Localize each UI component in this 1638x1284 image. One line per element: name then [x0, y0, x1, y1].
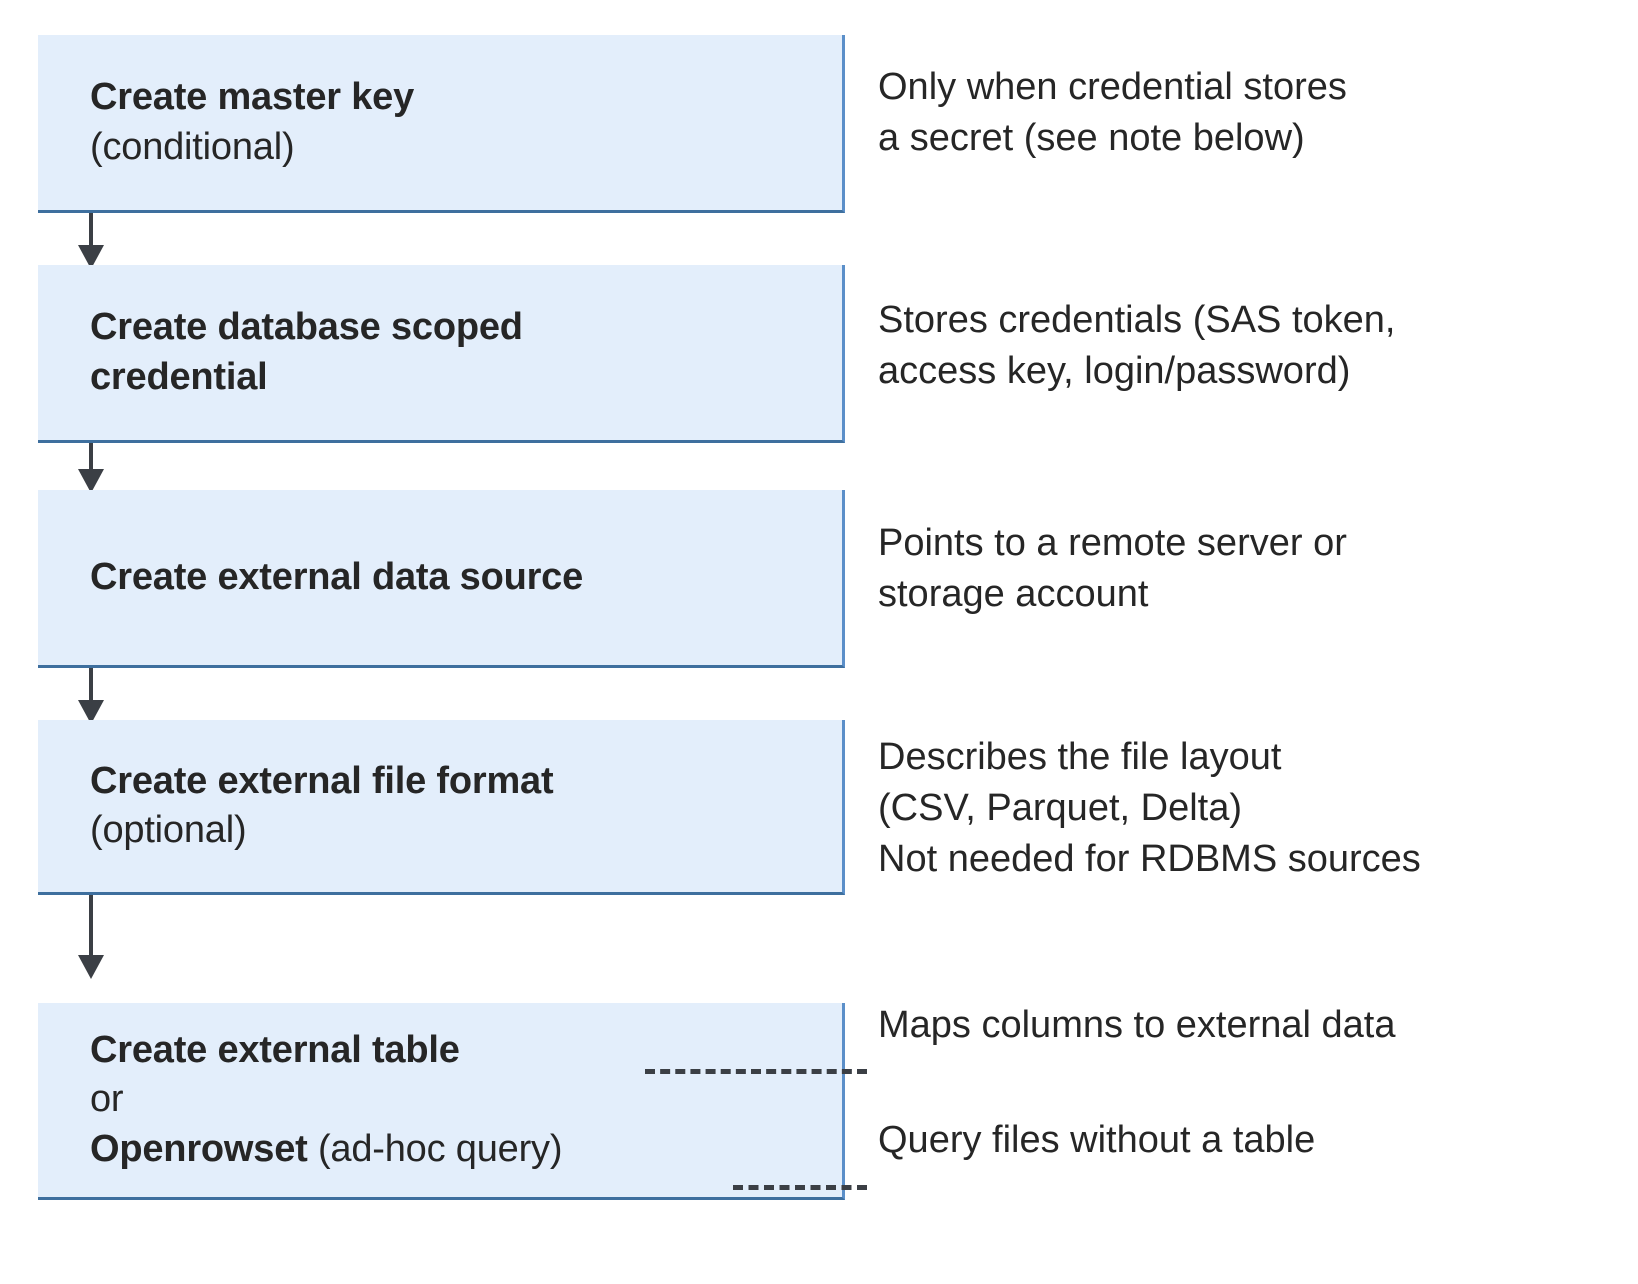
annotation-line: Describes the file layout — [878, 736, 1282, 778]
step-title-master-key: Create master key — [90, 76, 415, 119]
arrow-shaft — [89, 668, 93, 702]
step-title-openrowset: Openrowset (ad-hoc query) — [90, 1125, 824, 1174]
annotation-external-table: Maps columns to external data — [878, 1000, 1396, 1051]
step-title-external-data-source: Create external data source — [90, 555, 584, 598]
annotation-external-data-source: Points to a remote server or storage acc… — [878, 518, 1347, 620]
step-title-openrowset-bold: Openrowset — [90, 1127, 308, 1170]
annotation-database-scoped-credential: Stores credentials (SAS token, access ke… — [878, 295, 1395, 397]
step-subtitle-external-file-format: (optional) — [90, 809, 247, 851]
annotation-line: Not needed for RDBMS sources — [878, 837, 1421, 880]
annotation-master-key: Only when credential stores a secret (se… — [878, 62, 1347, 164]
arrow-shaft — [89, 213, 93, 247]
step-box-external-table-or-openrowset: Create external table or Openrowset (ad-… — [38, 1003, 845, 1200]
step-title-external-file-format: Create external file format — [90, 759, 554, 802]
step-box-external-file-format: Create external file format (optional) — [38, 720, 845, 895]
annotation-line: access key, login/password) — [878, 349, 1351, 392]
step-title-external-table: Create external table — [90, 1028, 460, 1071]
annotation-line: Points to a remote server or — [878, 522, 1347, 564]
annotation-external-file-format: Describes the file layout (CSV, Parquet,… — [878, 732, 1421, 885]
step-box-master-key: Create master key (conditional) — [38, 35, 845, 213]
step-box-external-data-source: Create external data source — [38, 490, 845, 668]
annotation-line: Only when credential stores — [878, 66, 1347, 108]
step-separator-or: or — [90, 1078, 124, 1121]
annotation-line: Query files without a table — [878, 1119, 1316, 1161]
flow-arrow-2 — [78, 443, 104, 493]
flow-arrow-1 — [78, 213, 104, 269]
arrow-head — [78, 469, 104, 493]
flow-arrow-4 — [78, 895, 104, 1007]
step-box-database-scoped-credential: Create database scoped credential — [38, 265, 845, 443]
dashed-connector-external-table — [645, 1069, 867, 1074]
flow-arrow-3 — [78, 668, 104, 724]
annotation-line: Stores credentials (SAS token, — [878, 299, 1396, 341]
step-title-openrowset-rest: (ad-hoc query) — [307, 1127, 563, 1170]
annotation-line: storage account — [878, 572, 1149, 615]
annotation-line: a secret (see note below) — [878, 116, 1305, 159]
annotation-line: Maps columns to external data — [878, 1004, 1396, 1046]
annotation-line: (CSV, Parquet, Delta) — [878, 786, 1242, 829]
step-subtitle-master-key: (conditional) — [90, 125, 295, 168]
arrow-head — [78, 955, 104, 979]
step-title-database-scoped-credential-line2: credential — [90, 355, 268, 398]
step-title-database-scoped-credential-line1: Create database scoped — [90, 306, 523, 349]
dashed-connector-openrowset — [733, 1185, 867, 1190]
arrow-shaft — [89, 895, 93, 957]
annotation-openrowset: Query files without a table — [878, 1115, 1315, 1166]
arrow-shaft — [89, 443, 93, 471]
